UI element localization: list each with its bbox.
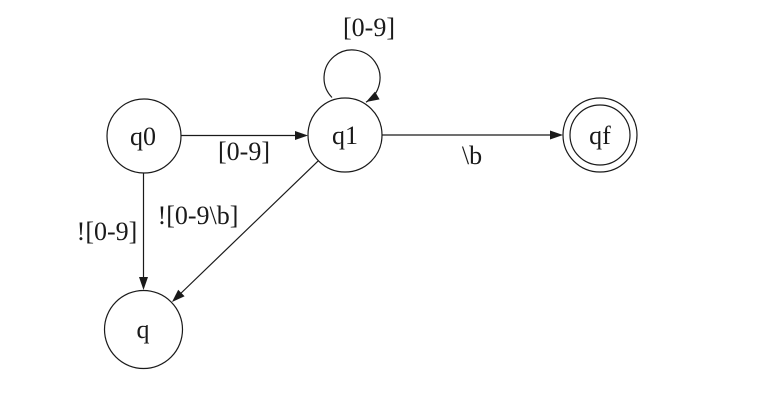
transition-q1-qf-label: \b [462, 141, 482, 170]
state-q0-label: q0 [130, 122, 156, 151]
state-q1-circle [307, 97, 383, 173]
arrowhead-icon [366, 91, 380, 102]
state-q1: q1 [307, 97, 383, 173]
state-q-label: q [137, 315, 150, 344]
transition-q1-q-line [175, 160, 319, 299]
transition-q0-q1: [0-9] [181, 131, 308, 166]
arrowhead-icon [172, 289, 185, 302]
state-q1-label: q1 [332, 121, 358, 150]
transition-q1-qf: \b [382, 130, 563, 170]
arrowhead-icon [550, 130, 563, 140]
state-qf-inner-circle [569, 104, 631, 166]
transition-q1-q: ![0-9\b] [158, 160, 319, 302]
transition-q0-q: ![0-9] [77, 173, 148, 290]
transition-q0-q1-label: [0-9] [218, 137, 270, 166]
state-q-circle [103, 289, 184, 370]
transition-q1-self: [0-9] [323, 13, 395, 103]
transition-q0-q-label: ![0-9] [77, 217, 138, 246]
state-q0: q0 [106, 98, 182, 174]
arrowhead-icon [295, 131, 308, 140]
transition-q1-self-arc [323, 49, 381, 103]
state-qf-label: qf [589, 121, 611, 150]
arrowhead-icon [139, 277, 148, 290]
transition-q1-self-label: [0-9] [343, 13, 395, 42]
transition-q1-q-label: ![0-9\b] [158, 201, 239, 230]
state-q0-circle [106, 98, 182, 174]
state-q: q [103, 289, 184, 370]
state-qf: qf [562, 97, 638, 173]
